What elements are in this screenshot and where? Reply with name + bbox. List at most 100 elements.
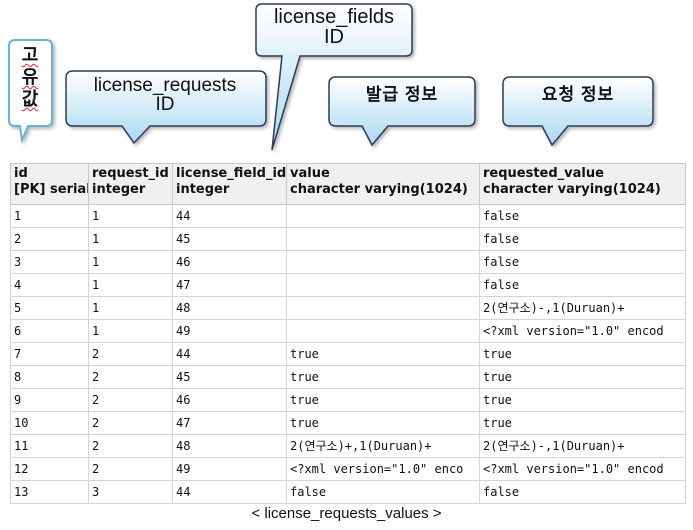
cell-value[interactable] (286, 319, 480, 343)
cell-license-field-id[interactable]: 49 (172, 457, 287, 481)
cell-value[interactable]: true (286, 388, 480, 412)
callout-license-fields-text: license_fields ID (256, 7, 412, 47)
cell-license-field-id[interactable]: 47 (172, 273, 287, 297)
cell-id[interactable]: 13 (10, 480, 89, 504)
cell-request-id[interactable]: 2 (88, 411, 173, 435)
callout-license-requests-shape (65, 70, 267, 145)
callout-unique-char-3: 값 (21, 89, 39, 109)
cell-requested-value[interactable]: <?xml version="1.0" encod (479, 319, 686, 343)
callout-request-info-text: 요청 정보 (541, 85, 615, 104)
cell-value[interactable]: true (286, 342, 480, 366)
cell-id[interactable]: 6 (10, 319, 89, 343)
cell-license-field-id[interactable]: 44 (172, 480, 287, 504)
column-type: integer (176, 182, 230, 197)
cell-license-field-id[interactable]: 46 (172, 250, 287, 274)
column-name: license_field_id (176, 166, 287, 181)
cell-request-id[interactable]: 2 (88, 365, 173, 389)
column-name: requested_value (483, 166, 604, 181)
cell-id[interactable]: 5 (10, 296, 89, 320)
cell-value[interactable] (286, 273, 480, 297)
cell-value[interactable]: true (286, 411, 480, 435)
cell-value[interactable] (286, 250, 480, 274)
cell-value[interactable] (286, 296, 480, 320)
cell-requested-value[interactable]: false (479, 480, 686, 504)
cell-requested-value[interactable]: true (479, 365, 686, 389)
cell-value[interactable] (286, 227, 480, 251)
cell-requested-value[interactable]: true (479, 388, 686, 412)
cell-value[interactable]: 2(연구소)+,1(Duruan)+ (286, 434, 480, 458)
callout-unique-value-text: 고 유 값 (10, 44, 50, 110)
cell-license-field-id[interactable]: 47 (172, 411, 287, 435)
cell-requested-value[interactable]: true (479, 411, 686, 435)
cell-requested-value[interactable]: <?xml version="1.0" encod (479, 457, 686, 481)
cell-request-id[interactable]: 1 (88, 296, 173, 320)
cell-license-field-id[interactable]: 44 (172, 342, 287, 366)
cell-license-field-id[interactable]: 46 (172, 388, 287, 412)
callout-unique-char-2: 유 (21, 67, 39, 87)
cell-request-id[interactable]: 1 (88, 250, 173, 274)
cell-id[interactable]: 8 (10, 365, 89, 389)
column-header-id[interactable]: id[PK] serial (10, 163, 89, 205)
cell-requested-value[interactable]: 2(연구소)-,1(Duruan)+ (479, 434, 686, 458)
callout-shapes (8, 3, 654, 151)
cell-id[interactable]: 1 (10, 204, 89, 228)
cell-request-id[interactable]: 1 (88, 227, 173, 251)
cell-license-field-id[interactable]: 45 (172, 227, 287, 251)
cell-id[interactable]: 4 (10, 273, 89, 297)
cell-id[interactable]: 3 (10, 250, 89, 274)
cell-request-id[interactable]: 1 (88, 319, 173, 343)
cell-id[interactable]: 11 (10, 434, 89, 458)
cell-request-id[interactable]: 1 (88, 273, 173, 297)
cell-license-field-id[interactable]: 49 (172, 319, 287, 343)
cell-license-field-id[interactable]: 45 (172, 365, 287, 389)
column-name: value (290, 166, 330, 181)
cell-license-field-id[interactable]: 48 (172, 434, 287, 458)
cell-request-id[interactable]: 2 (88, 388, 173, 412)
cell-request-id[interactable]: 2 (88, 434, 173, 458)
cell-request-id[interactable]: 1 (88, 204, 173, 228)
column-type: [PK] serial (14, 182, 89, 197)
cell-license-field-id[interactable]: 44 (172, 204, 287, 228)
cell-requested-value[interactable]: false (479, 227, 686, 251)
cell-value[interactable] (286, 204, 480, 228)
cell-id[interactable]: 2 (10, 227, 89, 251)
cell-request-id[interactable]: 3 (88, 480, 173, 504)
cell-value[interactable]: <?xml version="1.0" enco (286, 457, 480, 481)
cell-id[interactable]: 7 (10, 342, 89, 366)
cell-id[interactable]: 10 (10, 411, 89, 435)
cell-requested-value[interactable]: false (479, 204, 686, 228)
cell-id[interactable]: 9 (10, 388, 89, 412)
cell-request-id[interactable]: 2 (88, 457, 173, 481)
cell-request-id[interactable]: 2 (88, 342, 173, 366)
cell-id[interactable]: 12 (10, 457, 89, 481)
callout-license-requests-text: license_requests ID (66, 76, 264, 114)
cell-value[interactable]: false (286, 480, 480, 504)
cell-requested-value[interactable]: false (479, 273, 686, 297)
cell-value[interactable]: true (286, 365, 480, 389)
cell-requested-value[interactable]: false (479, 250, 686, 274)
cell-license-field-id[interactable]: 48 (172, 296, 287, 320)
cell-requested-value[interactable]: 2(연구소)-,1(Duruan)+ (479, 296, 686, 320)
cell-requested-value[interactable]: true (479, 342, 686, 366)
callout-layer: license_fields ID license_requests ID 발급… (0, 0, 693, 160)
